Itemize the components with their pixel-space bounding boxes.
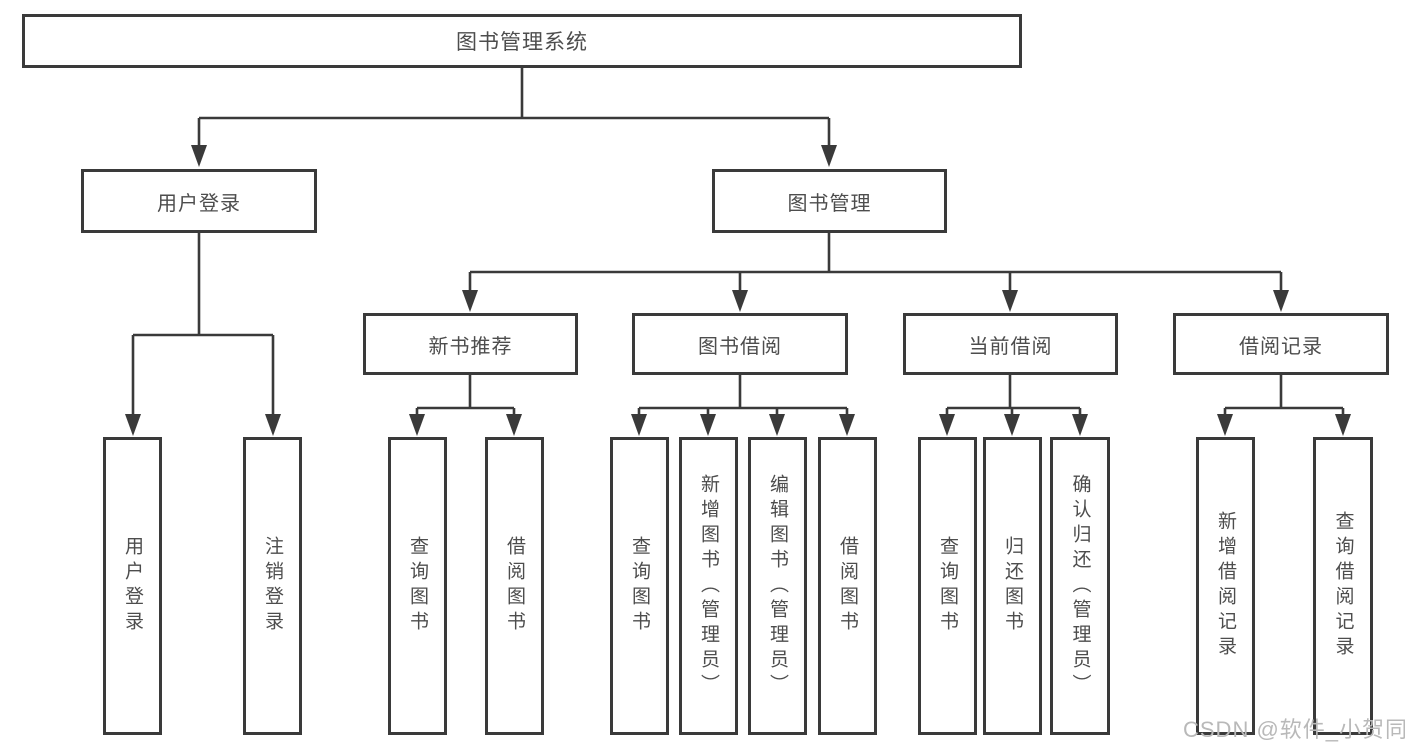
- node-library-management-system: 图书管理系统: [22, 14, 1022, 68]
- leaf-add-book-admin: 新增图书（管理员）: [679, 437, 738, 735]
- leaf-confirm-return-admin: 确认归还（管理员）: [1050, 437, 1110, 735]
- leaf-recommend-borrow-books: 借阅图书: [485, 437, 544, 735]
- node-current-borrowing: 当前借阅: [903, 313, 1118, 375]
- node-new-book-recommendation: 新书推荐: [363, 313, 578, 375]
- leaf-edit-book-admin: 编辑图书（管理员）: [748, 437, 807, 735]
- leaf-user-login: 用户登录: [103, 437, 162, 735]
- leaf-borrowing-borrow-books: 借阅图书: [818, 437, 877, 735]
- leaf-add-borrow-record: 新增借阅记录: [1196, 437, 1255, 735]
- node-book-borrowing: 图书借阅: [632, 313, 848, 375]
- node-user-login: 用户登录: [81, 169, 317, 233]
- leaf-recommend-query-books: 查询图书: [388, 437, 447, 735]
- leaf-logout-login: 注销登录: [243, 437, 302, 735]
- node-borrowing-records: 借阅记录: [1173, 313, 1389, 375]
- leaf-current-query-books: 查询图书: [918, 437, 977, 735]
- leaf-return-books: 归还图书: [983, 437, 1042, 735]
- node-book-management: 图书管理: [712, 169, 947, 233]
- leaf-borrowing-query-books: 查询图书: [610, 437, 669, 735]
- leaf-query-borrow-record: 查询借阅记录: [1313, 437, 1373, 735]
- csdn-watermark: CSDN @软件_小贺同学: [1183, 717, 1405, 742]
